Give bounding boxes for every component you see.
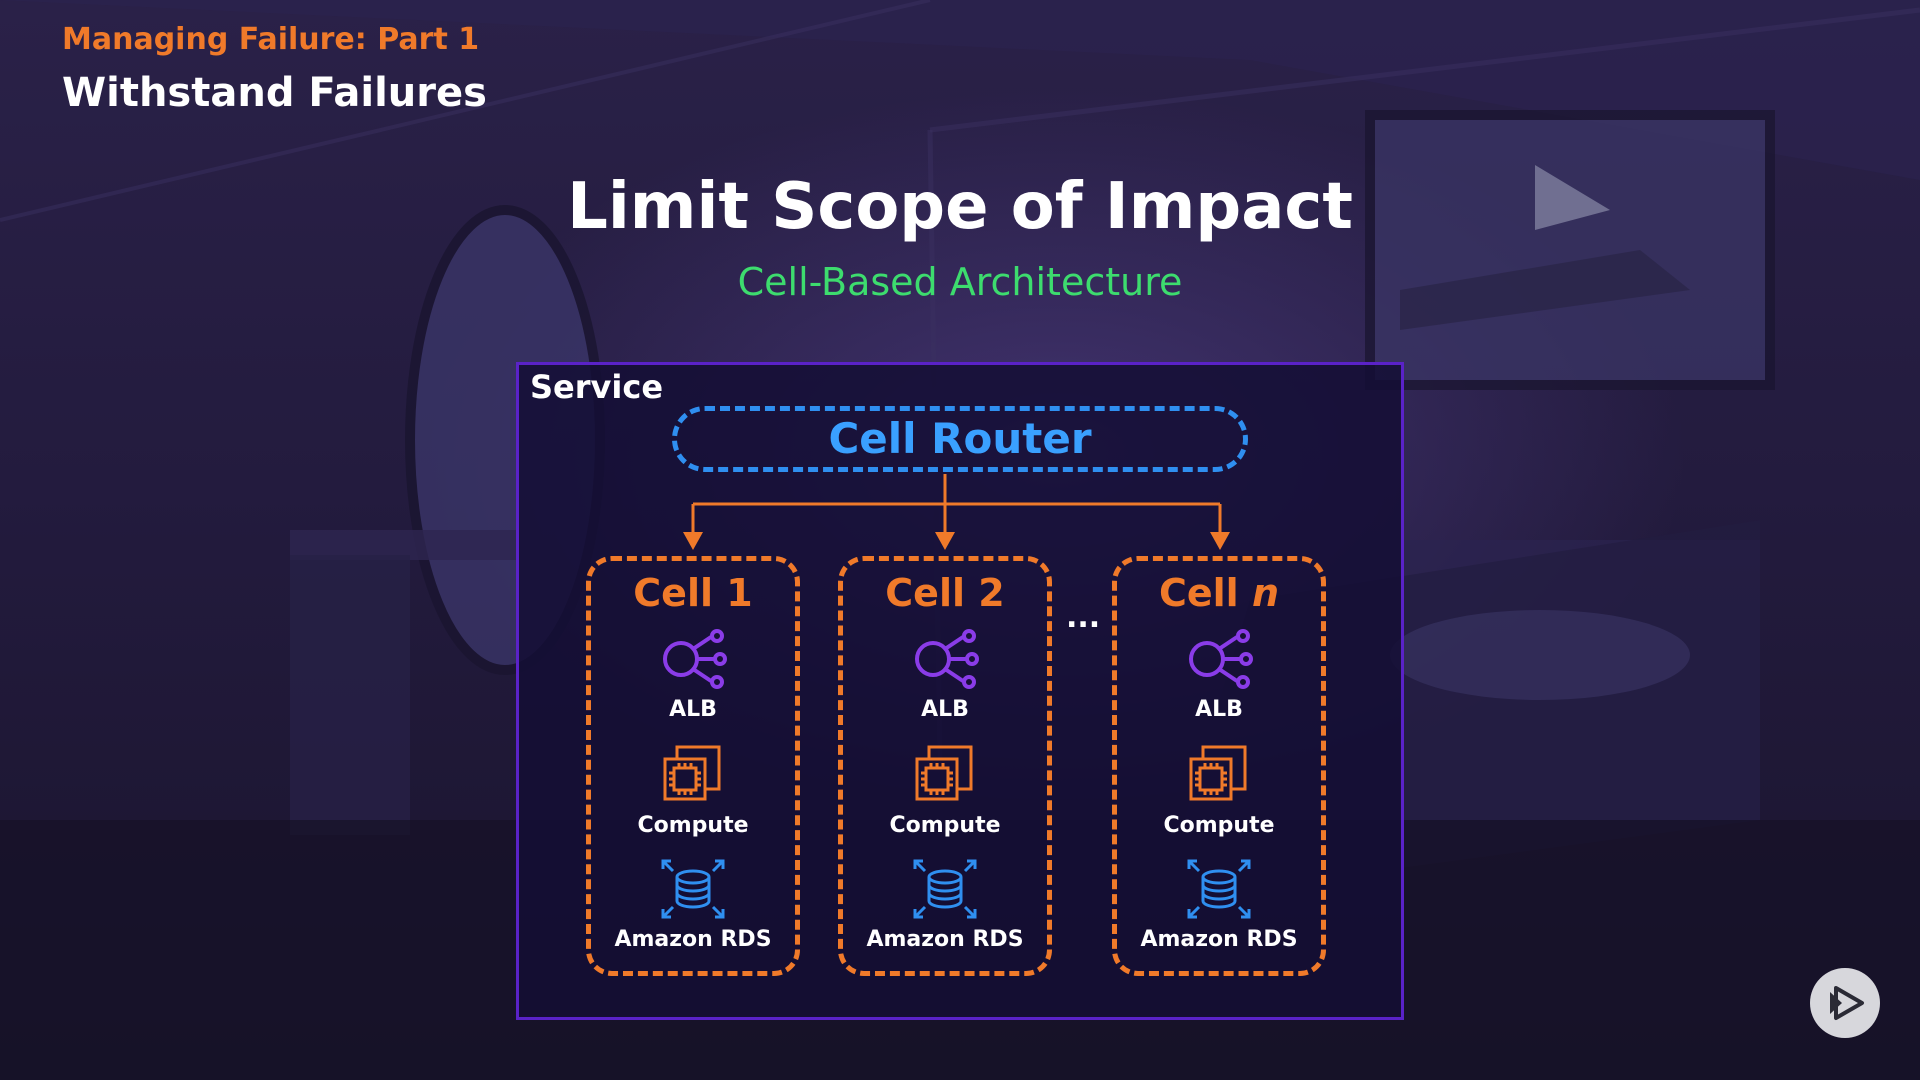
compute-service: Compute — [1117, 743, 1321, 838]
compute-service: Compute — [591, 743, 795, 838]
compute-label: Compute — [1117, 813, 1321, 838]
slide-title-wrap: Limit Scope of Impact — [560, 170, 1360, 244]
course-part-label: Managing Failure: Part 1 — [62, 22, 479, 57]
compute-chip-icon — [661, 743, 725, 807]
cell-title-prefix: Cell — [633, 571, 726, 615]
compute-service: Compute — [843, 743, 1047, 838]
rds-label: Amazon RDS — [843, 927, 1047, 952]
slide-subtitle: Cell-Based Architecture — [560, 260, 1360, 304]
alb-label: ALB — [591, 697, 795, 722]
compute-chip-icon — [913, 743, 977, 807]
compute-label: Compute — [591, 813, 795, 838]
database-icon — [911, 857, 979, 921]
cell-title-number: 2 — [978, 571, 1004, 615]
play-button[interactable] — [1810, 968, 1880, 1038]
rds-label: Amazon RDS — [591, 927, 795, 952]
cell-2: Cell 2 ALB — [838, 556, 1052, 976]
compute-label: Compute — [843, 813, 1047, 838]
more-cells-ellipsis: ... — [1066, 600, 1100, 635]
rds-service: Amazon RDS — [843, 857, 1047, 952]
alb-label: ALB — [1117, 697, 1321, 722]
rds-service: Amazon RDS — [1117, 857, 1321, 952]
database-icon — [659, 857, 727, 921]
cell-n: Cell n ALB — [1112, 556, 1326, 976]
cell-router: Cell Router — [672, 406, 1248, 472]
slide-title: Limit Scope of Impact — [560, 170, 1360, 244]
alb-label: ALB — [843, 697, 1047, 722]
load-balancer-icon — [911, 627, 979, 691]
alb-service: ALB — [843, 627, 1047, 722]
alb-service: ALB — [591, 627, 795, 722]
compute-chip-icon — [1187, 743, 1251, 807]
play-icon — [1810, 968, 1880, 1038]
cell-title: Cell 2 — [843, 571, 1047, 615]
cell-title: Cell 1 — [591, 571, 795, 615]
cell-title-number: n — [1252, 571, 1279, 615]
rds-service: Amazon RDS — [591, 857, 795, 952]
cell-title: Cell n — [1117, 571, 1321, 615]
load-balancer-icon — [1185, 627, 1253, 691]
module-title: Withstand Failures — [62, 70, 487, 116]
database-icon — [1185, 857, 1253, 921]
cell-1: Cell 1 ALB — [586, 556, 800, 976]
cell-title-prefix: Cell — [885, 571, 978, 615]
load-balancer-icon — [659, 627, 727, 691]
cell-title-prefix: Cell — [1159, 571, 1252, 615]
rds-label: Amazon RDS — [1117, 927, 1321, 952]
alb-service: ALB — [1117, 627, 1321, 722]
cell-title-number: 1 — [726, 571, 752, 615]
service-label: Service — [530, 368, 663, 406]
